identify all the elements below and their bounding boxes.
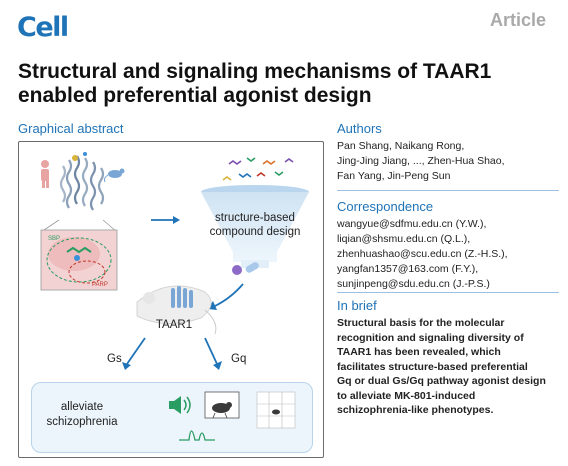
in-brief-line: Gq or dual Gs/Gq pathway agonist design <box>337 375 546 387</box>
gq-arrow <box>204 337 222 370</box>
startle-trace <box>179 430 215 441</box>
author-line: Jing-Jing Jiang, ..., Zhen-Hua Shao, <box>337 155 505 167</box>
in-brief-line: schizophrenia-like phenotypes. <box>337 404 494 416</box>
outcome-label-1: alleviate <box>61 401 103 413</box>
email-link[interactable]: liqian@shsmu.edu.cn (Q.L.), <box>337 233 471 245</box>
in-brief-line: facilitates structure-based preferential <box>337 360 528 373</box>
receptor-label: TAAR1 <box>156 319 192 331</box>
binding-pocket-panel <box>40 229 118 291</box>
correspondence-heading: Correspondence <box>337 199 434 214</box>
screening-label-2: compound design <box>210 226 301 238</box>
in-brief-text: Structural basis for the molecular recog… <box>337 316 546 418</box>
section-divider <box>337 190 559 191</box>
paper-title: Structural and signaling mechanisms of T… <box>18 60 492 107</box>
graphical-abstract-figure: SBP PARP <box>18 141 324 458</box>
gs-label: Gs <box>107 353 122 365</box>
correspondence-list: wangyue@sdfmu.edu.cn (Y.W.), liqian@shsm… <box>337 217 508 292</box>
mouse-icon-small <box>103 168 125 183</box>
in-brief-line: to alleviate MK-801-induced <box>337 389 476 402</box>
authors-list: Pan Shang, Naikang Rong, Jing-Jing Jiang… <box>337 139 505 184</box>
in-brief-heading: In brief <box>337 298 377 313</box>
human-icon <box>41 160 49 188</box>
sbp-label: SBP <box>48 236 60 242</box>
test-chamber-icon <box>204 391 240 419</box>
screening-label-1: structure-based <box>215 212 295 224</box>
authors-heading: Authors <box>337 121 382 136</box>
arrow-to-screening <box>151 216 180 224</box>
speaker-icon <box>169 396 191 414</box>
graphical-abstract-heading: Graphical abstract <box>18 121 124 136</box>
section-divider <box>337 292 559 293</box>
in-brief-line: Structural basis for the molecular <box>337 317 505 329</box>
drug-candidate-icon <box>232 262 259 275</box>
gq-label: Gq <box>231 353 246 365</box>
email-link[interactable]: wangyue@sdfmu.edu.cn (Y.W.), <box>337 218 487 230</box>
in-brief-line: TAAR1 has been revealed, which <box>337 346 501 358</box>
journal-logo: Cell <box>17 12 69 43</box>
parp-label: PARP <box>92 282 108 288</box>
compound-library-icon <box>222 157 294 181</box>
email-link[interactable]: zhenhuashao@scu.edu.cn (Z.-H.S.), <box>337 248 508 260</box>
outcome-label-2: schizophrenia <box>47 416 119 428</box>
email-link[interactable]: sunjinpeng@sdu.edu.cn (J.-P.S.) <box>337 278 490 290</box>
author-line: Fan Yang, Jin-Peng Sun <box>337 170 451 182</box>
gs-arrow <box>122 337 146 370</box>
outcome-illustration: alleviate schizophrenia <box>47 391 296 441</box>
taar1-structure-icon <box>59 152 105 211</box>
email-link[interactable]: yangfan1357@163.com (F.Y.), <box>337 263 479 275</box>
article-type-label: Article <box>489 10 546 30</box>
in-brief-line: recognition and signaling diversity of <box>337 331 524 344</box>
mouse-with-receptor-icon <box>136 285 217 335</box>
graphical-abstract-illustration: SBP PARP <box>40 152 309 370</box>
author-line: Pan Shang, Naikang Rong, <box>337 140 465 152</box>
open-field-grid-icon <box>256 391 296 429</box>
